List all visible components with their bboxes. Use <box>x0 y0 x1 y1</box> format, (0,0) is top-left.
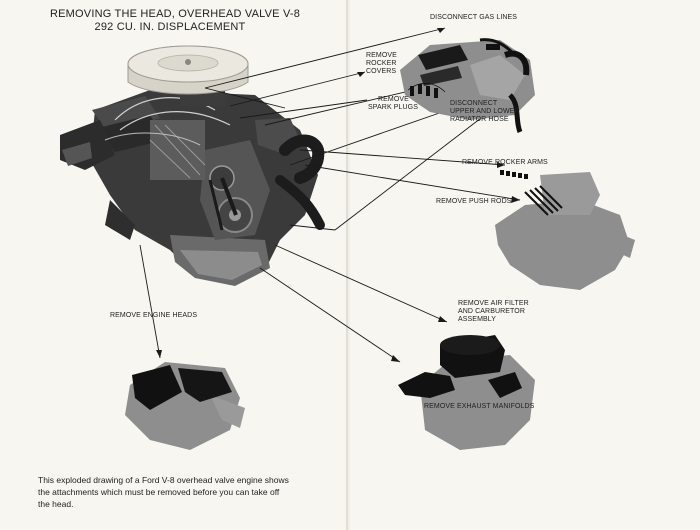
label-remove-spark-plugs: REMOVE SPARK PLUGS <box>368 96 418 112</box>
label-line: COVERS <box>366 68 397 75</box>
label-line: REMOVE <box>378 96 409 103</box>
label-remove-engine-heads: REMOVE ENGINE HEADS <box>110 312 198 319</box>
label-disconnect-gas-lines: DISCONNECT GAS LINES <box>430 14 518 21</box>
label-remove-rocker-covers: REMOVE ROCKER COVERS <box>366 52 397 76</box>
figure-caption: This exploded drawing of a Ford V-8 over… <box>38 474 328 510</box>
label-line: SPARK PLUGS <box>368 104 418 111</box>
ghost-engine-bottom <box>398 335 535 450</box>
page-title-line2: 292 CU. IN. DISPLACEMENT <box>94 21 246 33</box>
label-line: ROCKER <box>366 60 397 67</box>
label-line: DISCONNECT <box>450 100 498 107</box>
page-title: REMOVING THE HEAD, OVERHEAD VALVE V-8 29… <box>50 8 301 34</box>
label-line: RADIATOR HOSE <box>450 116 509 123</box>
main-engine-illustration <box>60 45 325 286</box>
label-line: REMOVE AIR FILTER <box>458 300 529 307</box>
label-line: REMOVE <box>366 52 397 59</box>
label-remove-air-filter: REMOVE AIR FILTER AND CARBURETOR ASSEMBL… <box>458 300 529 324</box>
label-remove-exhaust-manifolds: REMOVE EXHAUST MANIFOLDS <box>424 403 535 410</box>
caption-line: This exploded drawing of a Ford V-8 over… <box>38 475 289 485</box>
page-title-line1: REMOVING THE HEAD, OVERHEAD VALVE V-8 <box>50 8 301 20</box>
ghost-engine-left <box>125 362 245 450</box>
ghost-engine-top <box>400 38 535 133</box>
label-line: ASSEMBLY <box>458 316 497 323</box>
ghost-engine-middle <box>495 170 635 290</box>
label-line: AND CARBURETOR <box>458 308 526 315</box>
label-line: UPPER AND LOWER <box>450 108 520 115</box>
label-remove-push-rods: REMOVE PUSH RODS <box>436 198 512 205</box>
caption-line: the head. <box>38 499 74 509</box>
caption-line: the attachments which must be removed be… <box>38 487 280 497</box>
label-remove-rocker-arms: REMOVE ROCKER ARMS <box>462 159 548 166</box>
label-disconnect-radiator-hose: DISCONNECT UPPER AND LOWER RADIATOR HOSE <box>450 100 520 124</box>
leader-arrowheads <box>156 28 520 362</box>
